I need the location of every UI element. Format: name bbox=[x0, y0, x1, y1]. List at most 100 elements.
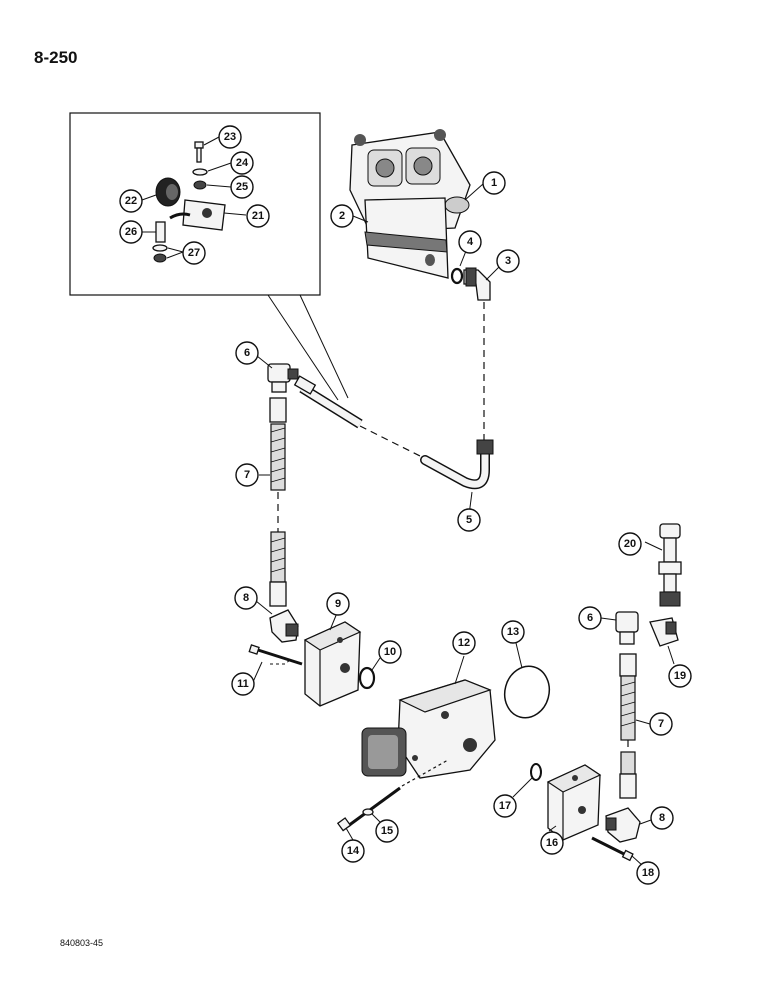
callout-25: 25 bbox=[230, 175, 254, 199]
svg-text:20: 20 bbox=[624, 538, 636, 550]
inset-hose-piece bbox=[169, 212, 191, 220]
svg-text:25: 25 bbox=[236, 181, 248, 193]
hose-7-right bbox=[619, 653, 637, 799]
callout-14: 14 bbox=[341, 839, 365, 863]
callout-6-right: 6 bbox=[578, 606, 602, 630]
o-ring-4 bbox=[450, 267, 464, 285]
connection-line-tube bbox=[359, 425, 421, 457]
callout-23: 23 bbox=[218, 125, 242, 149]
callout-9: 9 bbox=[326, 592, 350, 616]
washer-15 bbox=[362, 808, 374, 816]
callout-1: 1 bbox=[482, 171, 506, 195]
tee-fitting-6-upper bbox=[267, 363, 299, 393]
svg-text:27: 27 bbox=[188, 247, 200, 259]
tube-from-fitting-6 bbox=[293, 375, 363, 429]
callout-18: 18 bbox=[636, 861, 660, 885]
tee-fitting-6-right bbox=[615, 611, 639, 645]
svg-text:7: 7 bbox=[658, 718, 664, 730]
pump-12 bbox=[361, 679, 496, 779]
inset-pulley-22 bbox=[155, 177, 181, 207]
callout-leaders bbox=[252, 183, 675, 867]
callout-16: 16 bbox=[540, 831, 564, 855]
svg-text:1: 1 bbox=[491, 177, 497, 189]
svg-text:7: 7 bbox=[244, 469, 250, 481]
callout-24: 24 bbox=[230, 151, 254, 175]
inset-nut-27 bbox=[153, 253, 167, 263]
elbow-fitting-3 bbox=[463, 267, 491, 301]
svg-text:22: 22 bbox=[125, 195, 137, 207]
callout-19: 19 bbox=[668, 664, 692, 688]
svg-text:8: 8 bbox=[243, 592, 249, 604]
callout-4: 4 bbox=[458, 230, 482, 254]
svg-text:19: 19 bbox=[674, 670, 686, 682]
svg-text:12: 12 bbox=[458, 637, 470, 649]
callout-17: 17 bbox=[493, 794, 517, 818]
svg-text:13: 13 bbox=[507, 626, 519, 638]
inset-pointer-line-1 bbox=[267, 294, 339, 401]
hose-7-left bbox=[269, 397, 287, 607]
callout-20: 20 bbox=[618, 532, 642, 556]
o-ring-13 bbox=[503, 665, 551, 719]
callout-13: 13 bbox=[501, 620, 525, 644]
block-16 bbox=[546, 764, 602, 841]
callout-8-right: 8 bbox=[650, 806, 674, 830]
svg-text:10: 10 bbox=[384, 646, 396, 658]
svg-text:14: 14 bbox=[347, 845, 360, 857]
callout-8: 8 bbox=[234, 586, 258, 610]
callout-22: 22 bbox=[119, 189, 143, 213]
svg-text:5: 5 bbox=[466, 514, 472, 526]
svg-text:3: 3 bbox=[505, 255, 511, 267]
inset-bolt-23 bbox=[194, 141, 204, 163]
callout-10: 10 bbox=[378, 640, 402, 664]
inset-pointer-line-2 bbox=[299, 294, 349, 399]
callout-12: 12 bbox=[452, 631, 476, 655]
callout-21: 21 bbox=[246, 204, 270, 228]
svg-text:26: 26 bbox=[125, 226, 137, 238]
callout-7: 7 bbox=[235, 463, 259, 487]
union-fitting-20 bbox=[658, 523, 682, 607]
svg-text:17: 17 bbox=[499, 800, 511, 812]
callout-15: 15 bbox=[375, 819, 399, 843]
svg-text:2: 2 bbox=[339, 210, 345, 222]
bolt-14 bbox=[336, 786, 401, 832]
bolt-11 bbox=[248, 644, 303, 666]
o-ring-17 bbox=[530, 763, 542, 781]
svg-text:24: 24 bbox=[236, 157, 249, 169]
bolt-18 bbox=[591, 836, 634, 862]
svg-text:18: 18 bbox=[642, 867, 654, 879]
block-9 bbox=[303, 621, 362, 707]
svg-text:11: 11 bbox=[237, 678, 249, 690]
svg-text:15: 15 bbox=[381, 825, 393, 837]
inset-washer-27 bbox=[152, 244, 168, 252]
valve-base-2 bbox=[364, 197, 449, 279]
callout-26: 26 bbox=[119, 220, 143, 244]
svg-text:9: 9 bbox=[335, 598, 341, 610]
inset-nut-25 bbox=[193, 180, 207, 190]
inset-washer-24 bbox=[192, 168, 208, 176]
inset-spacer-26 bbox=[155, 221, 166, 243]
svg-text:6: 6 bbox=[244, 347, 250, 359]
callout-11: 11 bbox=[231, 672, 255, 696]
callout-27: 27 bbox=[182, 241, 206, 265]
inset-detail-box bbox=[69, 112, 321, 296]
page-number: 8-250 bbox=[34, 48, 78, 67]
svg-text:21: 21 bbox=[252, 210, 264, 222]
svg-text:4: 4 bbox=[467, 236, 474, 248]
callout-5: 5 bbox=[457, 508, 481, 532]
svg-text:23: 23 bbox=[224, 131, 236, 143]
svg-text:6: 6 bbox=[587, 612, 593, 624]
callout-3: 3 bbox=[496, 249, 520, 273]
elbow-fitting-19 bbox=[649, 617, 679, 647]
tube-5 bbox=[420, 439, 494, 490]
elbow-fitting-8-right bbox=[605, 807, 641, 843]
inset-bracket-hole bbox=[202, 208, 212, 218]
o-ring-10 bbox=[358, 666, 376, 690]
callout-7-right: 7 bbox=[649, 712, 673, 736]
callout-2: 2 bbox=[330, 204, 354, 228]
svg-text:16: 16 bbox=[546, 837, 558, 849]
svg-text:8: 8 bbox=[659, 812, 665, 824]
callout-6: 6 bbox=[235, 341, 259, 365]
elbow-fitting-8-left bbox=[269, 609, 299, 643]
figure-id: 840803-45 bbox=[60, 938, 104, 948]
